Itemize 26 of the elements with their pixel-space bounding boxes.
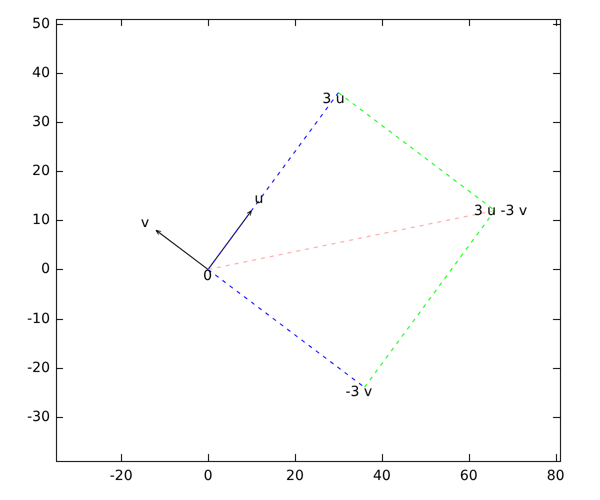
tick-label: 80 bbox=[546, 469, 565, 483]
tick-label: 0 bbox=[41, 262, 50, 276]
tick-label: 30 bbox=[32, 115, 50, 130]
tick-label: 0 bbox=[204, 469, 213, 483]
connector-line bbox=[208, 92, 339, 270]
tick-label: -20 bbox=[27, 360, 50, 375]
tick-label: -20 bbox=[110, 469, 133, 483]
tick-label: -30 bbox=[27, 410, 50, 424]
point-label: 3 u bbox=[322, 92, 345, 106]
tick-label: 60 bbox=[460, 469, 478, 483]
tick-label: 50 bbox=[32, 16, 50, 31]
tick-label: 20 bbox=[32, 164, 50, 178]
connector-line bbox=[208, 268, 365, 388]
tick-label: -10 bbox=[27, 312, 50, 326]
tick-label: 40 bbox=[32, 66, 50, 80]
tick-label: 20 bbox=[286, 469, 304, 483]
vector-arrow bbox=[155, 230, 209, 270]
point-label: u bbox=[254, 192, 264, 206]
connector-line bbox=[364, 210, 496, 388]
point-label: -3 v bbox=[345, 385, 372, 400]
tick-label: 40 bbox=[372, 469, 391, 483]
point-label: 0 bbox=[203, 269, 212, 284]
point-label: v bbox=[140, 216, 150, 230]
tick-label: 10 bbox=[32, 213, 50, 228]
connector-line bbox=[338, 92, 496, 212]
connector-line bbox=[208, 210, 496, 270]
